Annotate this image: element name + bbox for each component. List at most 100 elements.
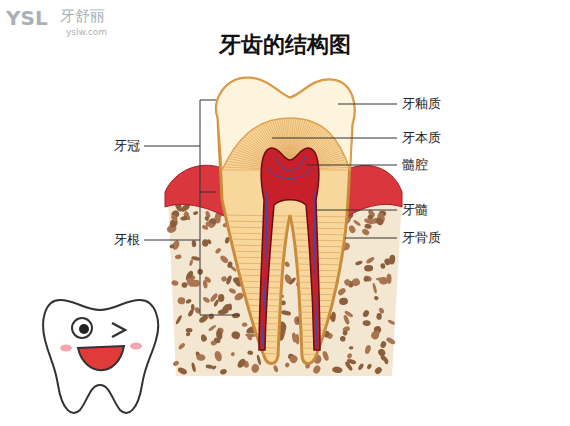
bone-pore (185, 276, 198, 289)
bone-pore (362, 309, 370, 318)
bone-pore (384, 258, 392, 266)
bone-pore (365, 224, 372, 229)
bone-pore (339, 297, 349, 305)
bone-pore (346, 352, 352, 359)
bone-pore (216, 329, 223, 340)
vessel (275, 156, 305, 170)
bone-pore (208, 324, 217, 332)
cartoon-eye (72, 318, 92, 338)
bone-pore (357, 363, 364, 371)
bone-pore (251, 363, 260, 373)
bone-pore (364, 344, 372, 354)
watermark: 牙舒丽 (60, 7, 105, 25)
leader-line (144, 146, 200, 147)
bone-pore (184, 210, 191, 220)
leader-line (345, 238, 397, 239)
bone-pore (230, 351, 236, 357)
tubule-line (215, 317, 365, 319)
bone-pore (185, 298, 192, 304)
tubule-line (215, 269, 365, 271)
bone-pore (181, 282, 188, 289)
bone-pore (191, 304, 195, 311)
bone-pore (284, 362, 290, 368)
bone-pore (366, 363, 372, 370)
bone-pore (375, 216, 385, 226)
bone-pore (219, 254, 229, 264)
vessel (268, 168, 312, 179)
tubule-line (215, 281, 365, 283)
bone-pore (372, 283, 378, 294)
bone-pore (387, 319, 395, 325)
tubule-line (215, 233, 365, 235)
dentin-cementum (217, 78, 355, 364)
part-label: 髓腔 (402, 157, 428, 173)
gum-right (348, 165, 402, 216)
bone-pore (312, 364, 322, 374)
bone-pore (364, 218, 375, 226)
leader-line (306, 165, 397, 166)
bone-pore (355, 260, 363, 266)
bone-pore (332, 366, 343, 373)
bone-pore (202, 296, 211, 304)
bone-pore (231, 330, 242, 340)
bone-pore (383, 357, 389, 365)
leader-line (338, 104, 397, 105)
bone-pore (340, 336, 346, 342)
leader-lines (144, 100, 397, 315)
bone-pore (353, 219, 362, 227)
tubule-line (215, 263, 365, 265)
bone-pore (337, 287, 347, 297)
bone-pore (219, 368, 227, 375)
bone-pore (232, 312, 241, 318)
bone-pore (196, 354, 206, 362)
bone-pore (342, 330, 349, 337)
part-label: 牙骨质 (402, 230, 441, 246)
part-label: 牙根 (114, 232, 140, 248)
tubule-line (215, 257, 365, 259)
bone-pore (213, 350, 223, 362)
bone-pore (365, 256, 375, 265)
bone-pore (193, 211, 199, 216)
bone-pore (175, 315, 183, 325)
cartoon-cheek (60, 345, 72, 352)
tubule-line (215, 287, 365, 289)
bone-pore (175, 254, 182, 259)
tubule-line (215, 347, 365, 349)
part-label: 牙髓 (402, 202, 428, 218)
bone-pore (376, 313, 382, 320)
watermark: YSL (6, 6, 48, 30)
bone-pore (171, 279, 179, 286)
pulp (259, 148, 320, 350)
bone-pore (217, 308, 229, 315)
bone-pore (200, 333, 208, 342)
gum-left (165, 165, 224, 216)
enamel (217, 78, 355, 170)
tubule-line (215, 299, 365, 301)
bone-pore (177, 366, 188, 375)
bone-pore (288, 277, 296, 286)
bone-pore (169, 244, 175, 250)
bone-pore (370, 330, 380, 340)
bone-pore (331, 312, 336, 323)
bone-pore (378, 307, 385, 315)
bone-pore (373, 295, 379, 300)
leader-line (316, 210, 397, 211)
tubule-line (215, 341, 365, 343)
bone-pore (344, 310, 354, 318)
part-label: 牙冠 (114, 138, 140, 154)
tubule-line (215, 215, 365, 217)
cartoon-tooth (43, 300, 158, 413)
bone-pore (363, 276, 369, 282)
cartoon-mouth (78, 346, 124, 370)
cartoon-wink (112, 323, 125, 337)
bone-pore (236, 357, 247, 369)
vessel (314, 190, 317, 348)
bone-pore (281, 310, 292, 317)
tubule-line (215, 305, 365, 307)
bone-pore (227, 261, 233, 268)
cartoon-cheek (130, 343, 142, 350)
bone-pore (170, 214, 178, 223)
bone-pore (186, 328, 193, 332)
bone-pore (364, 265, 373, 272)
